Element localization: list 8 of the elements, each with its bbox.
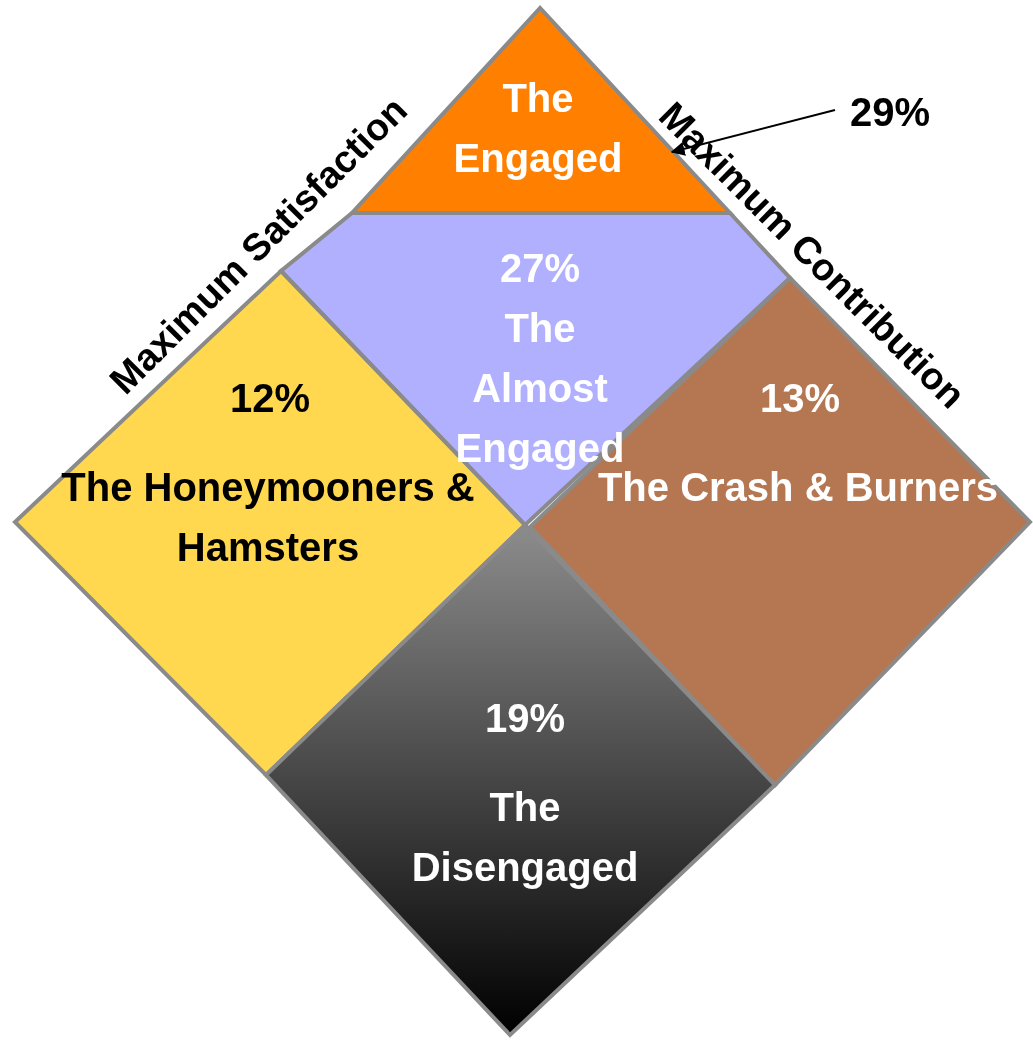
percentage-label: 19% bbox=[483, 695, 567, 742]
segment-title: The Disengaged bbox=[410, 784, 640, 891]
percentage-label: 29% bbox=[848, 89, 932, 136]
percentage-label: 27% bbox=[498, 245, 582, 292]
segment-title: The Engaged bbox=[452, 75, 624, 182]
leader-arrow bbox=[670, 109, 836, 156]
segment-title: The Crash & Burners bbox=[597, 465, 1000, 511]
segment-title: The Honeymooners & Hamsters bbox=[60, 465, 475, 571]
